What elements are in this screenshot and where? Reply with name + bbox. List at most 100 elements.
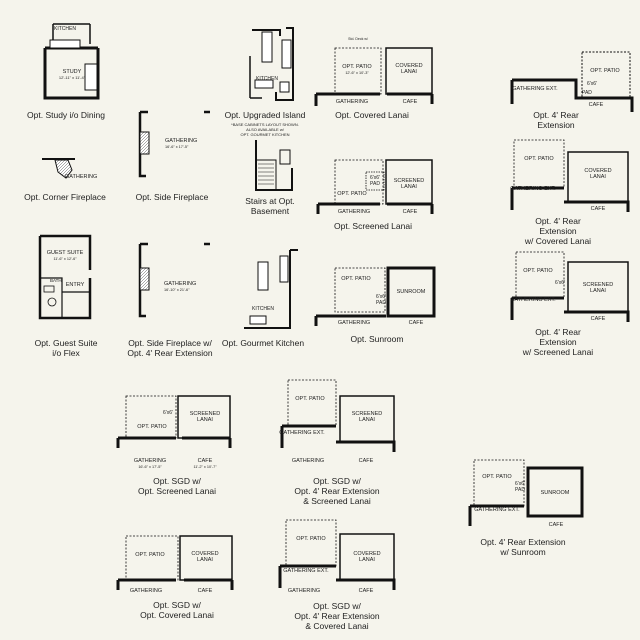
sgds-patio: OPT. PATIO [137,424,167,430]
caption-rear-ext-screened-lanai: Opt. 4' Rear Extension w/ Screened Lanai [522,327,594,357]
stairs-basement-plan [255,140,293,191]
sgds-lanai: SCREENED [190,411,221,417]
res-pad: 6'x6' [555,280,565,286]
resun-cafe: CAFE [549,522,564,528]
screened-lanai-cafe: CAFE [403,209,418,215]
study-dim: 12'-11" x 11'-4" [59,75,86,80]
side-fp-ext-dim: 16'-10" x 21'-6" [164,288,190,292]
gs-entry: ENTRY [66,282,85,288]
guest-suite-plan [38,234,92,320]
side-fp-ext-plan [138,242,210,318]
sunroom-label: SUNROOM [397,289,426,295]
sgd-covered-plan [116,535,234,590]
sgdc-gathering: GATHERING [130,588,162,594]
rear-ext-pad: 6'x6' [587,81,597,87]
study-label: STUDY [63,69,82,75]
covered-lanai-patio-dim: 12'-6" x 10'-3" [345,71,369,75]
corner-fp-gathering: GATHERING [65,174,97,180]
sgdc-lanai: COVERED [191,551,218,557]
sgdes-cafe: CAFE [359,458,374,464]
sgd-ext-screened-plan [280,379,396,452]
rec-gath-ext: GATHERING EXT. [510,186,556,192]
sgd-ext-covered-plan [278,519,396,590]
caption-side-fp-rear-ext: Opt. Side Fireplace w/ Opt. 4' Rear Exte… [127,338,213,358]
sgds-gathering: GATHERING [134,458,166,464]
sunroom-patio: OPT. PATIO [341,276,371,282]
gs-bath: BATH [50,278,62,283]
res-lanai2: LANAI [590,288,606,294]
resun-patio: OPT. PATIO [482,474,512,480]
caption-rear-ext: Opt. 4' Rear Extension [533,110,579,130]
study-dining-plan [43,23,100,100]
rec-lanai2: LANAI [590,174,606,180]
res-patio: OPT. PATIO [523,268,553,274]
res-lanai: SCREENED [583,282,614,288]
sgdec-lanai: COVERED [353,551,380,557]
caption-sunroom: Opt. Sunroom [350,334,404,344]
gs-label: GUEST SUITE [47,250,84,256]
side-fp-gathering: GATHERING [165,138,197,144]
upgraded-island-plan [249,27,294,101]
sunroom-pad2: PAD [376,300,386,306]
sunroom-pad: 6'x6' [376,294,386,300]
screened-lanai-pad2: PAD [370,181,380,187]
caption-guest-suite: Opt. Guest Suite i/o Flex [34,338,98,358]
rear-ext-pad2: PAD [582,90,592,96]
sgds-lanai2: LANAI [197,417,213,423]
side-fireplace-plan [138,110,210,178]
rec-patio: OPT. PATIO [524,156,554,162]
covered-lanai-patio: OPT. PATIO [342,64,372,70]
caption-rear-ext-sunroom: Opt. 4' Rear Extension w/ Sunroom [480,537,566,557]
gk-kitchen: KITCHEN [252,306,274,312]
caption-corner-fireplace: Opt. Corner Fireplace [24,192,106,202]
sgdc-cafe: CAFE [198,588,213,594]
resun-pad2: PAD [515,487,525,493]
sgdes-gathering: GATHERING [292,458,324,464]
sgds-cafe: CAFE [198,458,213,464]
sgdec-gathering: GATHERING [288,588,320,594]
caption-sgd-covered-lanai: Opt. SGD w/ Opt. Covered Lanai [140,600,214,620]
rear-ext-screened-plan [510,251,630,322]
resun-label: SUNROOM [541,490,570,496]
caption-stairs-basement: Stairs at Opt. Basement [245,196,295,216]
study-kitchen-label: KITCHEN [54,26,76,32]
rear-ext-plan [510,51,634,112]
gs-dim: 11'-6" x 12'-6" [53,257,77,261]
sunroom-gathering: GATHERING [338,320,370,326]
screened-lanai-label2: LANAI [401,184,417,190]
caption-study-dining: Opt. Study i/o Dining [27,110,105,120]
screened-lanai-patio: OPT. PATIO [337,191,367,197]
sgdec-cafe: CAFE [359,588,374,594]
rear-ext-cafe: CAFE [589,102,604,108]
caption-upgraded-island-note: *BASE CABINETS LAYOUT SHOWN. ALSO AVAILA… [231,122,299,137]
covered-lanai-cafe: CAFE [403,99,418,105]
res-gath-ext: GATHERING EXT. [510,297,556,303]
sgdec-gath-ext: GATHERING EXT. [283,568,329,574]
caption-sgd-ext-covered-lanai: Opt. SGD w/ Opt. 4' Rear Extension & Cov… [294,601,380,631]
side-fp-ext-gathering: GATHERING [164,281,196,287]
sgdes-patio: OPT. PATIO [295,396,325,402]
sunroom-cafe: CAFE [409,320,424,326]
covered-lanai-label: COVERED [395,63,422,69]
sgdec-patio: OPT. PATIO [296,536,326,542]
caption-covered-lanai: Opt. Covered Lanai [335,110,409,120]
caption-gourmet-kitchen: Opt. Gourmet Kitchen [221,338,305,348]
caption-sgd-ext-screened-lanai: Opt. SGD w/ Opt. 4' Rear Extension & Scr… [294,476,380,506]
caption-sgd-screened-lanai: Opt. SGD w/ Opt. Screened Lanai [138,476,216,496]
sgd-screened-plan [116,395,232,448]
rear-ext-sunroom-plan [468,459,584,526]
gourmet-kitchen-plan [244,249,298,329]
covered-lanai-plan [314,47,434,106]
sgdec-lanai2: LANAI [359,557,375,563]
resun-pad: 6'x6' [515,481,525,487]
covered-lanai-gathering: GATHERING [336,99,368,105]
sgds-gath-dim: 16'-6" x 17'-5" [138,465,162,469]
screened-lanai-gathering: GATHERING [338,209,370,215]
covered-lanai-label2: LANAI [401,69,417,75]
screened-lanai-plan [316,159,434,214]
covered-lanai-deck-note: Std. Deck w/ [348,37,368,41]
screened-lanai-pad: 6'x6' [370,175,380,181]
sgdc-patio: OPT. PATIO [135,552,165,558]
res-cafe: CAFE [591,316,606,322]
